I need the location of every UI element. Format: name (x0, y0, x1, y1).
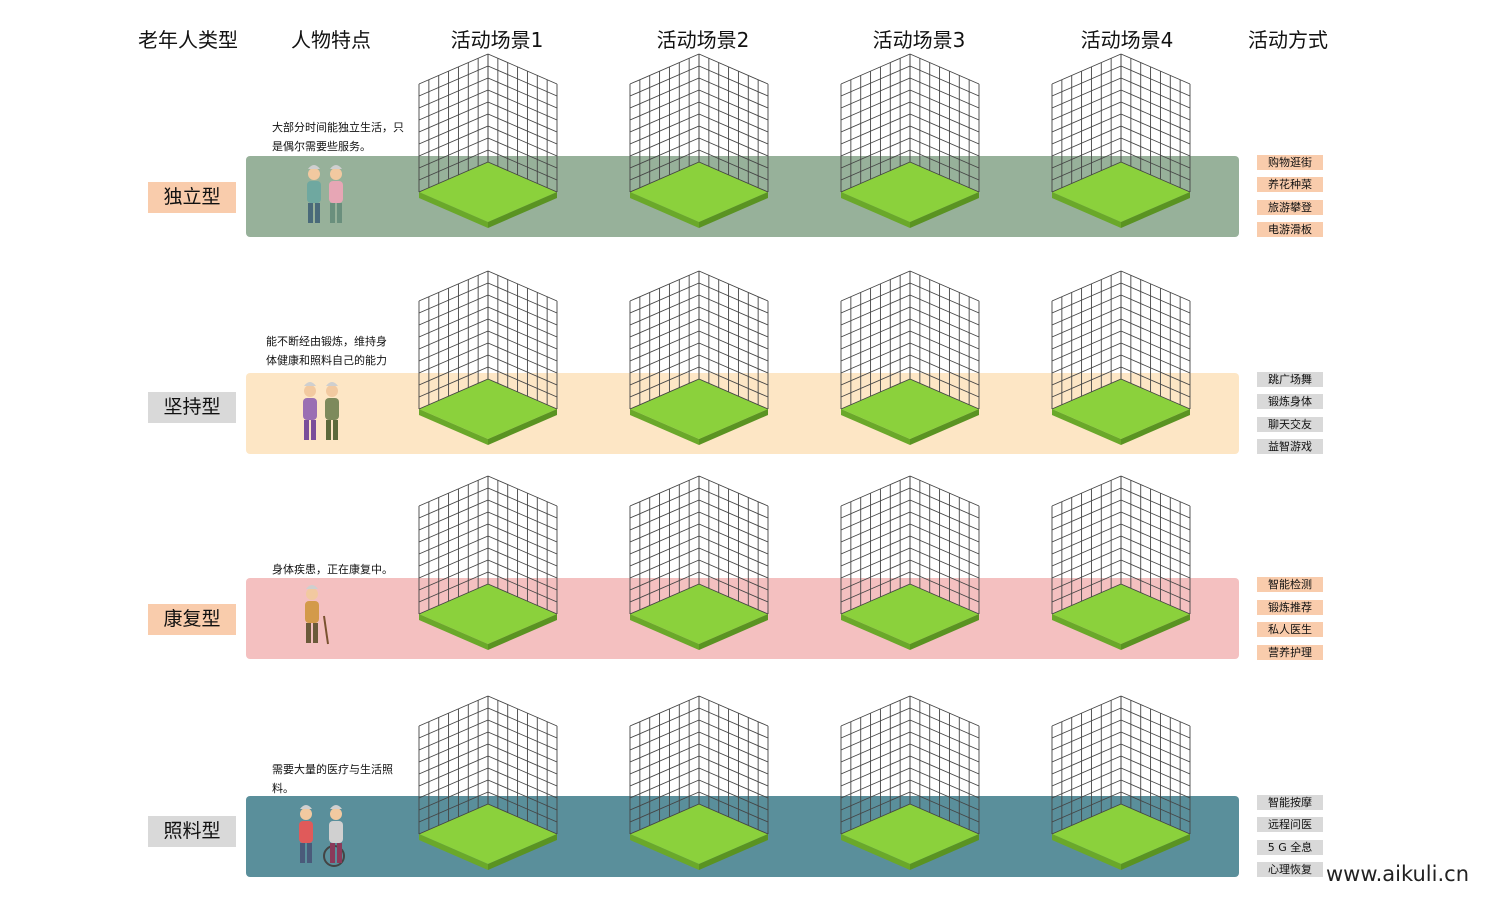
elder-figures-persistent (292, 377, 372, 447)
description-persistent: 能不断经由锻炼，维持身体健康和照料自己的能力 (266, 335, 387, 367)
scene-cube (839, 695, 981, 884)
header-scene-3: 活动场景3 (872, 28, 966, 52)
method-tag: 聊天交友 (1257, 417, 1323, 432)
elder-figures-independent (292, 160, 372, 230)
method-tag: 益智游戏 (1257, 439, 1323, 454)
elder-figures-rehabilitation (292, 580, 372, 650)
scene-cube (628, 270, 770, 459)
method-tag: 购物逛街 (1257, 155, 1323, 170)
scene-cube (628, 53, 770, 242)
method-tag: 锻炼身体 (1257, 394, 1323, 409)
description-rehabilitation: 身体疾患，正在康复中。 (272, 563, 393, 576)
scene-cube (839, 53, 981, 242)
scene-cube (417, 695, 559, 884)
header-scene-1: 活动场景1 (450, 28, 544, 52)
method-tag: 电游滑板 (1257, 222, 1323, 237)
scene-cube (628, 695, 770, 884)
method-tag: 心理恢复 (1257, 862, 1323, 877)
scene-cube (417, 475, 559, 664)
method-tag: 智能检测 (1257, 577, 1323, 592)
method-tag: 锻炼推荐 (1257, 600, 1323, 615)
scene-cube (839, 475, 981, 664)
elder-figures-care (292, 800, 372, 870)
method-tag: 旅游攀登 (1257, 200, 1323, 215)
scene-cube (839, 270, 981, 459)
scene-cube (1050, 695, 1192, 884)
description-care: 需要大量的医疗与生活照料。 (272, 763, 393, 795)
scene-cube (1050, 270, 1192, 459)
type-label-rehabilitation: 康复型 (148, 604, 236, 635)
scene-cube (1050, 475, 1192, 664)
description-independent: 大部分时间能独立生活，只是偶尔需要些服务。 (272, 121, 404, 153)
type-label-care: 照料型 (148, 816, 236, 847)
header-scene-4: 活动场景4 (1080, 28, 1174, 52)
scene-cube (628, 475, 770, 664)
header-elder-type: 老年人类型 (138, 28, 238, 52)
method-tag: 养花种菜 (1257, 177, 1323, 192)
scene-cube (1050, 53, 1192, 242)
method-tag: 私人医生 (1257, 622, 1323, 637)
header-activity-mode: 活动方式 (1248, 28, 1328, 52)
watermark: www.aikuli.cn (1326, 862, 1470, 886)
header-characteristics: 人物特点 (291, 28, 371, 52)
method-tag: 5 G 全息 (1257, 840, 1323, 855)
method-tag: 智能按摩 (1257, 795, 1323, 810)
type-label-independent: 独立型 (148, 182, 236, 213)
method-tag: 跳广场舞 (1257, 372, 1323, 387)
scene-cube (417, 53, 559, 242)
method-tag: 营养护理 (1257, 645, 1323, 660)
method-tag: 远程问医 (1257, 817, 1323, 832)
scene-cube (417, 270, 559, 459)
header-scene-2: 活动场景2 (656, 28, 750, 52)
type-label-persistent: 坚持型 (148, 392, 236, 423)
